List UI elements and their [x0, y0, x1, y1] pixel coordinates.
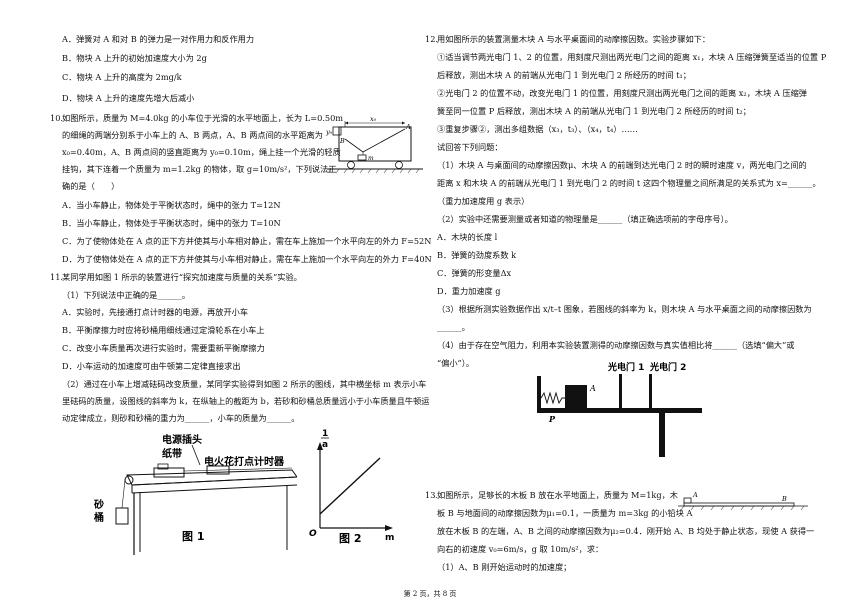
q10-number: 10.: [50, 113, 64, 123]
fig1-label-bucket-2: 桶: [93, 511, 104, 524]
q11-number: 11.: [50, 272, 64, 282]
q12-line: （1）木块 A 与桌面间的动摩擦因数μ、木块 A 的前端到达光电门 2 时的瞬时…: [437, 160, 807, 170]
q12-line: ①适当调节两光电门 1、2 的位置，用刻度尺测出两光电门之间的距离 x₁，木块 …: [437, 52, 827, 62]
q10-stem-line: 确的是（ ）: [62, 181, 120, 191]
q12-line: （2）实验中还需要测量或者知道的物理量是______（填正确选项前的字母序号）。: [437, 214, 733, 224]
q12-line: 用如图所示的装置测量木块 A 与水平桌面间的动摩擦因数。实验步骤如下：: [437, 34, 711, 44]
q12-option-a: A．木块的长度 l: [437, 232, 498, 242]
fig2-ylabel-numerator: 1: [322, 429, 328, 439]
q11-figure-2: 1 a O m 图 2: [309, 429, 394, 545]
fig1-label-bucket-1: 砂: [93, 498, 104, 511]
q11-option-b: B．平衡摩擦力时应将砂桶用细线通过定滑轮系在小车上: [62, 325, 265, 335]
fig1-label-tape: 纸带: [162, 447, 182, 460]
board-label-b: B: [781, 495, 787, 503]
q13-line: 放在木板 B 的左端，A、B 之间的动摩擦因数为μ₂=0.4．刚开始 A、B 均…: [437, 526, 815, 536]
q12-line: ②光电门 2 的位置不动，改变光电门 1 的位置，用刻度尺测出两光电门之间的距离…: [437, 88, 807, 98]
q10-option-b: B．当小车静止，物体处于平衡状态时，绳中的张力 T=10N: [62, 218, 281, 228]
q12-line: “偏小”）。: [437, 358, 475, 368]
q13-line: （1）A、B 刚开始运动时的加速度；: [437, 562, 572, 572]
fig2-caption: 图 2: [339, 532, 361, 545]
page-footer: 第 2 页，共 8 页: [403, 590, 457, 598]
q12-option-c: C．弹簧的形变量Δx: [437, 268, 512, 278]
fig2-origin: O: [309, 529, 317, 539]
q11-option-c: C．改变小车质量再次进行实验时，需要重新平衡摩擦力: [62, 343, 265, 353]
q11-part2-line: （2）通过在小车上增减砝码改变质量，某同学实验得到如图 2 所示的图线，其中横坐…: [62, 379, 427, 389]
fig-label-a: A: [405, 123, 411, 131]
q11-option-a: A．实验时，先接通打点计时器的电源，再放开小车: [62, 307, 249, 317]
q11-stem: 某同学用如图 1 所示的装置进行“探究加速度与质量的关系”实验。: [62, 272, 302, 282]
q13-line: 如图所示，足够长的木板 B 放在水平地面上，质量为 M=1kg，木: [437, 490, 678, 500]
q11-part2-line: 里砝码的质量，设图线的斜率为 k，在纵轴上的截距为 b，若砂和砂桶总质量远小于小…: [62, 396, 430, 406]
q12-line: （重力加速度用 g 表示）: [437, 196, 530, 206]
block-label-a: A: [589, 384, 596, 393]
q9-option-a: A．弹簧对 A 和对 B 的弹力是一对作用力和反作用力: [62, 34, 255, 44]
q11-figure-1: 电源插头 纸带 电火花打点计时器 砂 桶 图 1: [93, 433, 297, 555]
gate2-label: 光电门 2: [649, 361, 686, 373]
q12-line: 距离 x 和木块 A 的前端从光电门 1 到光电门 2 的时间 t 这四个物理量…: [437, 178, 821, 188]
fig-label-m: m: [368, 155, 374, 162]
fig2-xlabel: m: [385, 533, 394, 543]
q10-stem-line: 的细绳的两端分别系于小车上的 A、B 两点，A、B 两点间的水平距离为: [62, 130, 323, 140]
q11-part1: （1）下列说法中正确的是______。: [62, 290, 191, 300]
q13-line: 板 B 与地面间的动摩擦因数为μ₁=0.1，一质量为 m=3kg 的小铅块 A: [437, 508, 693, 518]
q10-stem-line: 如图所示，质量为 M=4.0kg 的小车位于光滑的水平地面上，长为 L=0.50…: [62, 113, 344, 123]
q10-cart-figure: x₀ y₀ A B m: [325, 115, 423, 174]
fig1-label-power: 电源插头: [162, 433, 202, 446]
q12-line: （4）由于存在空气阻力，利用本实验装置测得的动摩擦因数与真实值相比将______…: [437, 340, 795, 350]
q12-line: ______。: [437, 322, 470, 332]
q11-option-d: D．小车运动的加速度可由牛顿第二定律直接求出: [62, 361, 241, 371]
q12-option-d: D．重力加速度 g: [437, 286, 501, 296]
q10-stem-line: 挂钩，其下连着一个质量为 m=1.2kg 的物体，取 g=10m/s²，下列说法…: [62, 164, 337, 174]
q12-option-b: B．弹簧的劲度系数 k: [437, 250, 517, 260]
q9-option-d: D．物块 A 上升的速度先增大后减小: [62, 93, 195, 103]
fig-label-x0: x₀: [370, 115, 377, 123]
gate1-label: 光电门 1: [607, 361, 644, 373]
q9-option-b: B．物块 A 上升的初始加速度大小为 2g: [62, 53, 207, 63]
q9-option-c: C．物块 A 上升的高度为 2mg/k: [62, 72, 182, 82]
q13-number: 13.: [425, 490, 439, 500]
fig1-label-timer: 电火花打点计时器: [204, 455, 285, 468]
q12-photogate-figure: 光电门 1 光电门 2 A P: [537, 361, 702, 457]
q13-line: 向右的初速度 v₀=6m/s，g 取 10m/s²，求：: [437, 544, 604, 554]
q12-number: 12.: [425, 34, 439, 44]
fig-label-y0: y₀: [325, 128, 333, 136]
fig2-ylabel-denominator: a: [322, 440, 328, 450]
q12-line: ③重复步骤②，测出多组数据（x₃，t₃）、（x₄，t₄）……: [437, 124, 638, 134]
q12-line: 试回答下列问题：: [437, 142, 503, 152]
fig1-caption: 图 1: [182, 530, 204, 543]
q12-line: （3）根据所测实验数据作出 x/t–t 图象，若图线的斜率为 k，则木块 A 与…: [437, 304, 812, 314]
q13-board-figure: A B: [678, 491, 808, 511]
position-label-p: P: [548, 414, 556, 424]
q10-option-c: C．为了使物体处在 A 点的正下方并使其与小车相对静止，需在车上施加一个水平向左…: [62, 236, 432, 246]
q10-stem-line: x₀=0.40m，A、B 两点间的竖直距离为 y₀=0.10m，绳上挂一个光滑的…: [62, 147, 341, 157]
q12-line: 后释放，测出木块 A 的前端从光电门 1 到光电门 2 所经历的时间 t₁；: [437, 70, 691, 80]
block-label-a: A: [692, 491, 698, 499]
q10-option-d: D．为了使物体处在 A 点的正下方并使其与小车相对静止，需在车上施加一个水平向左…: [62, 254, 432, 264]
q12-line: 簧至同一位置 P 后释放，测出木块 A 的前端从光电门 1 到光电门 2 所经历…: [437, 106, 751, 116]
fig-label-b: B: [339, 137, 345, 145]
q11-part2-line: 动定律成立，则砂和砂桶的重力为______，小车的质量为______。: [62, 413, 300, 423]
q10-option-a: A．当小车静止，物体处于平衡状态时，绳中的张力 T=12N: [62, 200, 281, 210]
